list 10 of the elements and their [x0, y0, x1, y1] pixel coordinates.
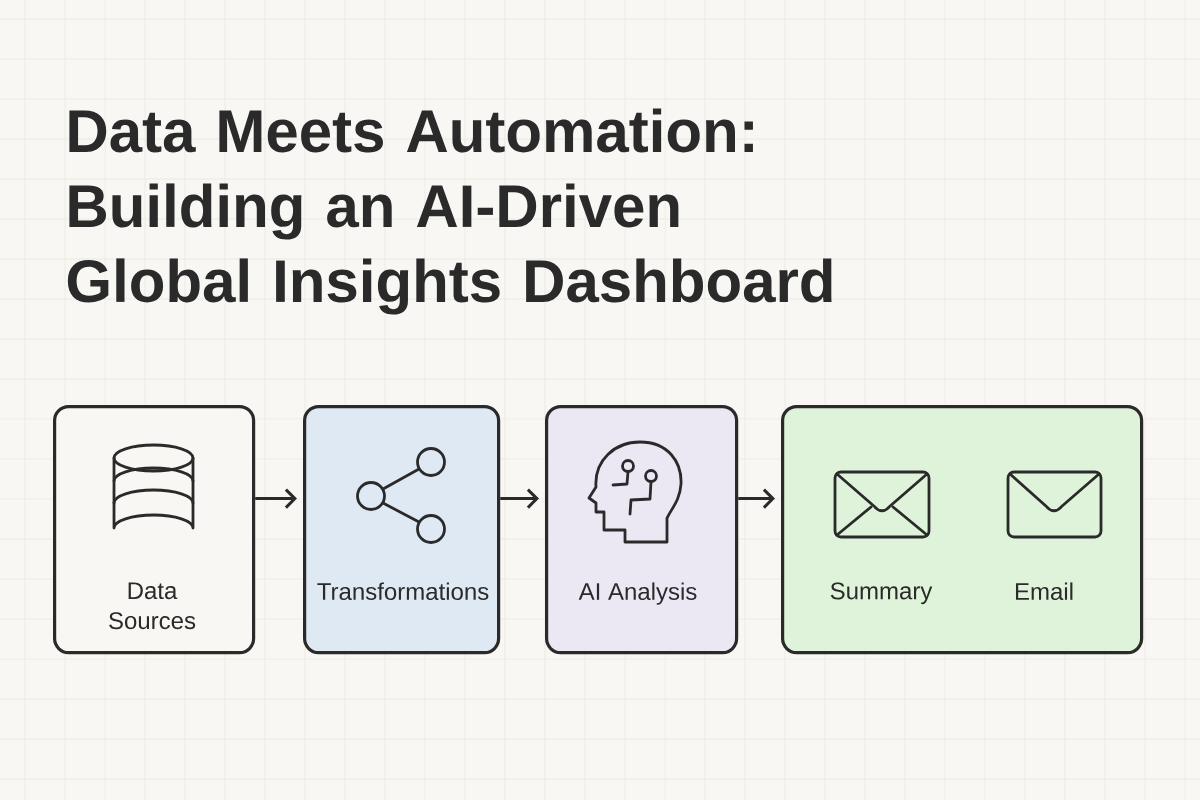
arrow: [500, 488, 539, 509]
process-box: Transformations: [303, 405, 501, 655]
arrow: [738, 488, 775, 509]
title: Data Meets Automation: Building an AI-Driven Global Insights Dashboard: [67, 108, 832, 315]
process-box: Data Sources: [53, 405, 256, 655]
node-label: Email: [1015, 582, 1073, 601]
process-box: Summary Email: [781, 405, 1144, 655]
node-label: Summary: [830, 582, 933, 605]
arrow: [255, 488, 297, 509]
process-box: AI Analysis: [545, 405, 739, 655]
